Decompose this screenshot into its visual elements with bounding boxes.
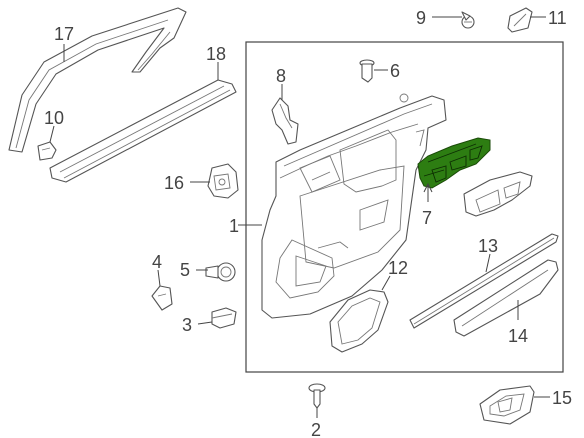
part-5-button[interactable] [205,262,236,282]
part-14-armrest-pad[interactable] [453,259,559,337]
leader-4 [157,269,161,287]
part-11-cover[interactable] [507,7,533,33]
callout-15: 15 [552,388,572,408]
leader-3 [197,321,213,325]
part-13-lower-trim-strip[interactable] [409,233,559,329]
callout-16: 16 [164,173,184,193]
callout-7: 7 [422,208,432,228]
callout-17: 17 [54,24,74,44]
leader-12 [381,275,391,291]
part-8-bracket[interactable] [271,97,299,145]
part-1-door-trim-panel[interactable] [261,93,447,319]
callout-2: 2 [311,420,321,438]
leader-7-arrowhead [423,182,433,193]
part-7-switch-bezel-highlighted[interactable] [417,137,491,189]
part-12-speaker-grille[interactable] [329,289,389,353]
callout-13: 13 [478,236,498,256]
callout-18: 18 [206,44,226,64]
callout-10: 10 [44,108,64,128]
part-9-screw[interactable] [461,11,475,29]
leader-10 [49,125,55,143]
part-4-clip[interactable] [151,285,173,311]
callout-14: 14 [508,326,528,346]
callout-6: 6 [390,61,400,81]
callout-9: 9 [416,8,426,28]
part-17-window-frame-trim[interactable] [8,7,187,153]
part-6-push-pin[interactable] [359,59,375,83]
part-handle-bezel[interactable] [463,171,533,217]
callout-1: 1 [229,216,239,236]
callout-11: 11 [548,8,567,28]
callout-8: 8 [276,66,286,86]
callout-4: 4 [152,252,162,272]
leader-13 [485,253,491,273]
part-10-clip[interactable] [37,141,57,161]
callout-12: 12 [388,258,408,278]
callout-5: 5 [180,260,190,280]
part-2-fastener[interactable] [308,383,326,409]
part-3-bumper[interactable] [211,307,237,329]
part-16-latch[interactable] [207,163,239,199]
part-18-belt-molding[interactable] [49,79,237,183]
part-15-switch-assembly[interactable] [479,385,535,425]
callout-3: 3 [182,315,192,335]
